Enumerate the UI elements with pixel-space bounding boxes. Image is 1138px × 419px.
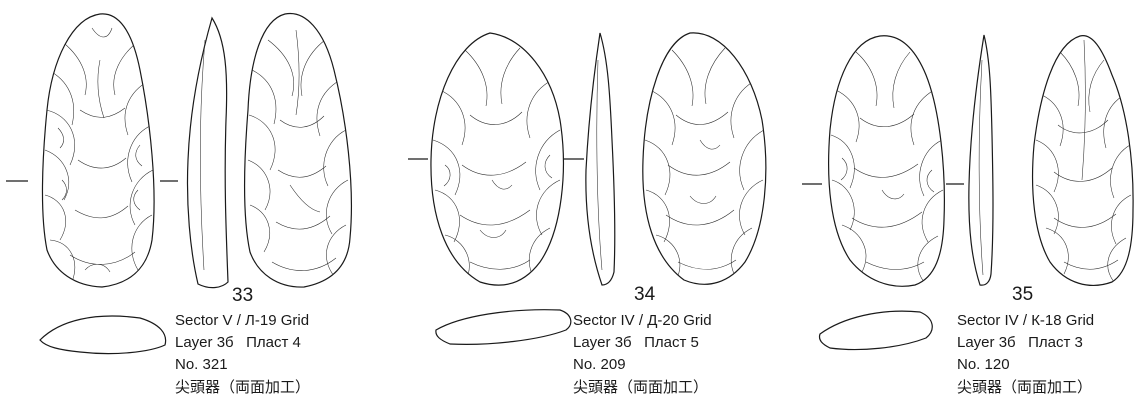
artifact-35-caption: Sector IV / К-18 Grid Layer 3б Пласт 3 N… bbox=[957, 310, 1094, 398]
artifact-35-face-a-scars bbox=[830, 51, 944, 283]
artifact-33-cross-section bbox=[39, 315, 167, 355]
artifact-33: 33 bbox=[6, 12, 352, 355]
artifact-33-face-a bbox=[41, 13, 155, 288]
artifact-33-face-b-scars bbox=[247, 29, 349, 277]
artifact-35-type: 尖頭器（両面加工） bbox=[957, 378, 1093, 396]
artifact-35-profile bbox=[968, 34, 994, 286]
artifact-35-cross-section bbox=[818, 310, 933, 351]
artifact-35-number: 35 bbox=[1012, 284, 1033, 305]
artifact-33-catalog-number: No. 321 bbox=[175, 356, 228, 373]
artifact-33-face-b bbox=[243, 12, 352, 288]
artifact-34-face-b bbox=[642, 32, 767, 285]
artifact-34-face-b-scars bbox=[644, 47, 765, 281]
artifact-35-face-a bbox=[828, 35, 945, 287]
artifact-33-caption: Sector V / Л-19 Grid Layer 3б Пласт 4 No… bbox=[175, 310, 310, 398]
artifact-34-profile bbox=[585, 32, 616, 286]
artifact-34-caption: Sector IV / Д-20 Grid Layer 3б Пласт 5 N… bbox=[573, 310, 712, 398]
artifact-35-catalog-number: No. 120 bbox=[957, 356, 1010, 373]
artifact-33-sector: Sector V / Л-19 Grid bbox=[175, 312, 310, 329]
artifact-34-sector: Sector IV / Д-20 Grid bbox=[573, 312, 712, 329]
artifact-33-type: 尖頭器（両面加工） bbox=[175, 378, 311, 396]
artifact-34: 34 bbox=[408, 32, 767, 345]
artifact-35-layer: Layer 3б Пласт 3 bbox=[957, 334, 1083, 351]
artifact-33-number: 33 bbox=[232, 285, 253, 306]
artifact-35-sector: Sector IV / К-18 Grid bbox=[957, 312, 1095, 329]
artifact-34-face-a bbox=[430, 32, 564, 286]
artifact-34-layer: Layer 3б Пласт 5 bbox=[573, 334, 699, 351]
artifact-33-profile bbox=[186, 16, 229, 289]
artifact-33-layer: Layer 3б Пласт 4 bbox=[175, 334, 301, 351]
artifact-34-cross-section bbox=[435, 309, 572, 345]
artifact-34-type: 尖頭器（両面加工） bbox=[573, 378, 709, 396]
artifact-34-number: 34 bbox=[634, 284, 656, 305]
artifact-35: 35 bbox=[802, 34, 1134, 351]
artifact-35-face-b bbox=[1031, 35, 1134, 286]
artifact-33-face-a-scars bbox=[44, 27, 154, 283]
artifact-34-catalog-number: No. 209 bbox=[573, 356, 626, 373]
artifact-35-face-b-scars bbox=[1035, 39, 1132, 283]
